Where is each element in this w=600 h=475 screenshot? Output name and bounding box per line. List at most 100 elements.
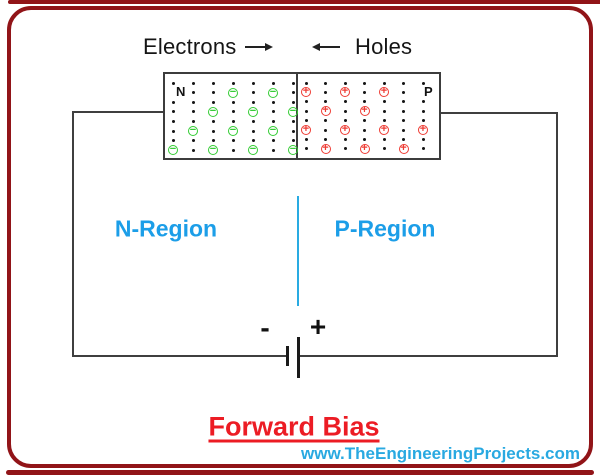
atom-dot: [291, 129, 295, 133]
atom-dot: [343, 119, 347, 123]
atom-dot: [421, 119, 425, 123]
atom-dot: [402, 128, 405, 132]
atom-dot: [402, 109, 405, 113]
atom-dot: [191, 119, 195, 123]
atom-dot: [382, 100, 386, 104]
atom-dot: [231, 148, 235, 152]
battery-positive-plate: [297, 337, 300, 378]
atom-dot: [421, 147, 425, 151]
hole-icon: +: [379, 85, 389, 98]
atom-dot: [304, 100, 308, 104]
atom-dot: [291, 139, 295, 143]
hole-icon: +: [379, 123, 389, 135]
battery-negative-plate: [286, 346, 289, 366]
atom-dot: [343, 109, 347, 113]
atom-dot: [382, 147, 386, 151]
atom-dot: [171, 81, 175, 85]
atom-dot: [363, 137, 366, 141]
atom-dot: [271, 110, 275, 114]
atom-dot: [382, 81, 386, 85]
atom-dot: [171, 119, 175, 123]
atom-dot: [191, 139, 195, 143]
atom-dot: [324, 128, 327, 132]
atom-dot: [402, 119, 405, 123]
atom-dot: [304, 137, 308, 141]
atom-dot: [304, 109, 308, 113]
atom-dot: [291, 91, 295, 95]
atom-dot: [343, 137, 347, 141]
electron-icon: −: [228, 124, 238, 136]
electron-icon: −: [228, 85, 238, 98]
atom-dot: [382, 137, 386, 141]
atom-dot: [271, 148, 275, 152]
hole-icon: +: [320, 104, 331, 117]
electron-icon: −: [248, 104, 258, 117]
atom-dot: [421, 109, 425, 113]
atom-dot: [324, 137, 327, 141]
n-region-label: N-Region: [114, 215, 218, 242]
atom-dot: [291, 81, 295, 85]
p-region-label: P-Region: [334, 215, 436, 242]
atom-dot: [363, 128, 366, 132]
atom-dot: [231, 100, 235, 104]
atom-dot: [324, 90, 327, 94]
page-border: [7, 6, 593, 468]
atom-dot: [271, 100, 275, 104]
atom-dot: [421, 100, 425, 104]
wire-left-horizontal: [72, 111, 163, 113]
atom-dot: [402, 100, 405, 104]
atom-dot: [211, 139, 215, 143]
atom-dot: [251, 81, 255, 85]
atom-dot: [271, 139, 275, 143]
n-side-label: N: [176, 84, 186, 99]
atom-dot: [211, 119, 215, 123]
wire-left-vertical: [72, 111, 74, 357]
atom-dot: [421, 137, 425, 141]
atom-dot: [304, 81, 308, 85]
atom-dot: [191, 148, 195, 152]
atom-dot: [363, 81, 366, 85]
atom-dot: [402, 81, 405, 85]
wire-right-vertical: [556, 112, 558, 357]
atom-dot: [343, 147, 347, 151]
hole-icon: +: [398, 141, 409, 154]
atom-dot: [171, 110, 175, 114]
hole-icon: +: [340, 123, 350, 135]
atom-dot: [343, 100, 347, 104]
atom-dot: [191, 91, 195, 95]
atom-dot: [291, 119, 295, 123]
diagram-title: Forward Bias: [208, 411, 380, 442]
left-arrow-icon: [312, 42, 340, 51]
junction-line: [297, 196, 299, 306]
atom-dot: [402, 90, 405, 94]
atom-dot: [191, 100, 195, 104]
atom-dot: [382, 109, 386, 113]
atom-dot: [191, 81, 195, 85]
atom-dot: [211, 81, 215, 85]
electron-icon: −: [268, 124, 278, 136]
pn-junction-divider: [296, 72, 298, 160]
atom-dot: [363, 90, 366, 94]
atom-dot: [171, 100, 175, 104]
battery-minus-label: -: [260, 312, 270, 343]
hole-icon: +: [301, 85, 311, 98]
holes-label: Holes: [355, 34, 413, 59]
electron-icon: −: [288, 104, 298, 117]
wire-right-horizontal: [441, 112, 558, 114]
outer-top-border: [8, 0, 600, 4]
wire-bottom-left: [72, 355, 287, 357]
atom-dot: [231, 110, 235, 114]
electron-icon: −: [248, 143, 258, 156]
atom-dot: [211, 129, 215, 133]
electron-icon: −: [208, 104, 218, 117]
atom-dot: [171, 139, 175, 143]
atom-dot: [421, 81, 425, 85]
atom-dot: [251, 91, 255, 95]
hole-icon: +: [301, 123, 311, 135]
electron-icon: −: [268, 85, 278, 98]
atom-dot: [363, 119, 366, 123]
hole-icon: +: [359, 141, 370, 154]
electrons-label: Electrons: [143, 34, 237, 59]
atom-dot: [171, 129, 175, 133]
